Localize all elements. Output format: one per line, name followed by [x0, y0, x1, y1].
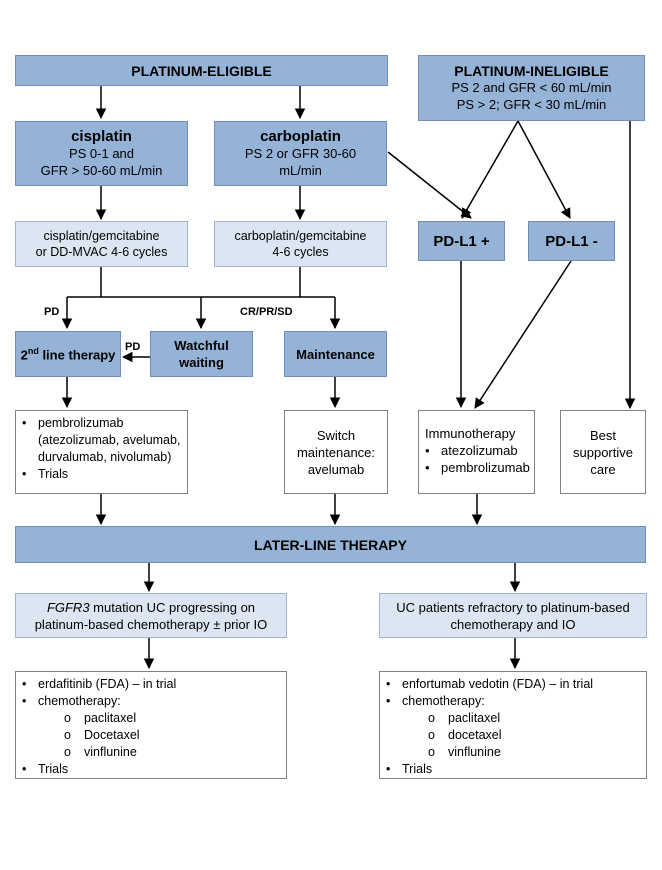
right-later-list: •enfortumab vedotin (FDA) – in trial •ch…: [379, 671, 647, 779]
later-line-therapy-box: LATER-LINE THERAPY: [15, 526, 646, 563]
list-item: •enfortumab vedotin (FDA) – in trial: [386, 677, 594, 691]
arrow-pdl1neg-immuno: [474, 260, 572, 409]
best-supportive-care-box: Best supportive care: [560, 410, 646, 494]
list-item: •Trials: [386, 762, 433, 776]
arrow-ineligible-pdl1neg: [517, 120, 571, 219]
platinum-eligible-title: PLATINUM-ELIGIBLE: [131, 62, 272, 79]
immunotherapy-box: Immunotherapy •atezolizumab •pembrolizum…: [418, 410, 535, 494]
list-item-cont: (atezolizumab, avelumab,: [38, 433, 181, 447]
carboplatin-title: carboplatin: [260, 128, 341, 145]
watchful-waiting-box: Watchful waiting: [150, 331, 253, 377]
switch-maintenance-box: Switch maintenance: avelumab: [284, 410, 388, 494]
pdl1-positive-box: PD-L1 +: [418, 221, 505, 261]
maintenance-title: Maintenance: [296, 346, 375, 362]
left-later-list: •erdafitinib (FDA) – in trial •chemother…: [15, 671, 287, 779]
platinum-ineligible-line2: PS > 2; GFR < 30 mL/min: [456, 97, 607, 112]
arrow-carboplatin-pdl1pos: [387, 151, 472, 219]
best-care-line1: Best: [589, 427, 616, 443]
cr-pr-sd-label: CR/PR/SD: [240, 306, 293, 318]
watchful-line1: Watchful: [174, 338, 229, 353]
cisplatin-regimen-box: cisplatin/gemcitabine or DD-MVAC 4-6 cyc…: [15, 221, 188, 267]
carboplatin-line1: PS 2 or GFR 30-60: [244, 146, 357, 161]
second-line-therapy-box: 2nd line therapy: [15, 331, 121, 377]
platinum-ineligible-box: PLATINUM-INELIGIBLE PS 2 and GFR < 60 mL…: [418, 55, 645, 121]
immunotherapy-title: Immunotherapy: [425, 426, 516, 441]
list-item: •chemotherapy:: [22, 694, 121, 708]
fgfr3-line1: FGFR3 mutation UC progressing on: [46, 599, 256, 615]
later-line-title: LATER-LINE THERAPY: [254, 536, 407, 553]
list-item: •erdafitinib (FDA) – in trial: [22, 677, 177, 691]
list-item: •Trials: [22, 467, 69, 481]
list-item: •atezolizumab: [425, 443, 518, 458]
maintenance-box: Maintenance: [284, 331, 387, 377]
fgfr3-line2: platinum-based chemotherapy ± prior IO: [34, 616, 268, 632]
best-care-line3: care: [590, 461, 616, 477]
refractory-line2: chemotherapy and IO: [450, 616, 576, 632]
switch-line1: Switch: [316, 427, 356, 443]
platinum-ineligible-title: PLATINUM-INELIGIBLE: [454, 63, 609, 79]
list-item: •Trials: [22, 762, 69, 776]
switch-line3: avelumab: [307, 461, 365, 477]
pd-label-watchful: PD: [125, 341, 141, 353]
list-item: •chemotherapy:: [386, 694, 485, 708]
cisplatin-box: cisplatin PS 0-1 and GFR > 50-60 mL/min: [15, 121, 188, 186]
pdl1-negative-box: PD-L1 -: [528, 221, 615, 261]
second-line-list: •pembrolizumab (atezolizumab, avelumab, …: [15, 410, 188, 494]
carboplatin-line2: mL/min: [279, 163, 322, 178]
list-item: •pembrolizumab: [425, 460, 530, 475]
refractory-line1: UC patients refractory to platinum-based: [396, 599, 630, 615]
pdl1-positive-label: PD-L1 +: [433, 232, 490, 250]
cisplatin-title: cisplatin: [71, 128, 132, 145]
pdl1-negative-label: PD-L1 -: [545, 232, 598, 250]
best-care-line2: supportive: [573, 444, 633, 460]
second-line-title: 2nd line therapy: [20, 345, 116, 363]
platinum-ineligible-line1: PS 2 and GFR < 60 mL/min: [451, 80, 612, 95]
list-item-cont: durvalumab, nivolumab): [38, 450, 172, 464]
cis-regimen-line2: or DD-MVAC 4-6 cycles: [35, 245, 168, 259]
switch-line2: maintenance:: [296, 444, 376, 460]
cis-regimen-line1: cisplatin/gemcitabine: [43, 229, 160, 243]
list-item: •pembrolizumab: [22, 416, 124, 430]
fgfr3-box: FGFR3 mutation UC progressing on platinu…: [15, 593, 287, 638]
watchful-line2: waiting: [179, 355, 224, 370]
carbo-regimen-line1: carboplatin/gemcitabine: [234, 229, 367, 243]
carboplatin-regimen-box: carboplatin/gemcitabine 4-6 cycles: [214, 221, 387, 267]
cisplatin-line2: GFR > 50-60 mL/min: [40, 163, 163, 178]
platinum-eligible-box: PLATINUM-ELIGIBLE: [15, 55, 388, 86]
arrow-ineligible-pdl1pos: [461, 120, 519, 219]
carbo-regimen-line2: 4-6 cycles: [272, 245, 329, 259]
carboplatin-box: carboplatin PS 2 or GFR 30-60 mL/min: [214, 121, 387, 186]
pd-label-left: PD: [44, 306, 60, 318]
refractory-box: UC patients refractory to platinum-based…: [379, 593, 647, 638]
cisplatin-line1: PS 0-1 and: [68, 146, 135, 161]
